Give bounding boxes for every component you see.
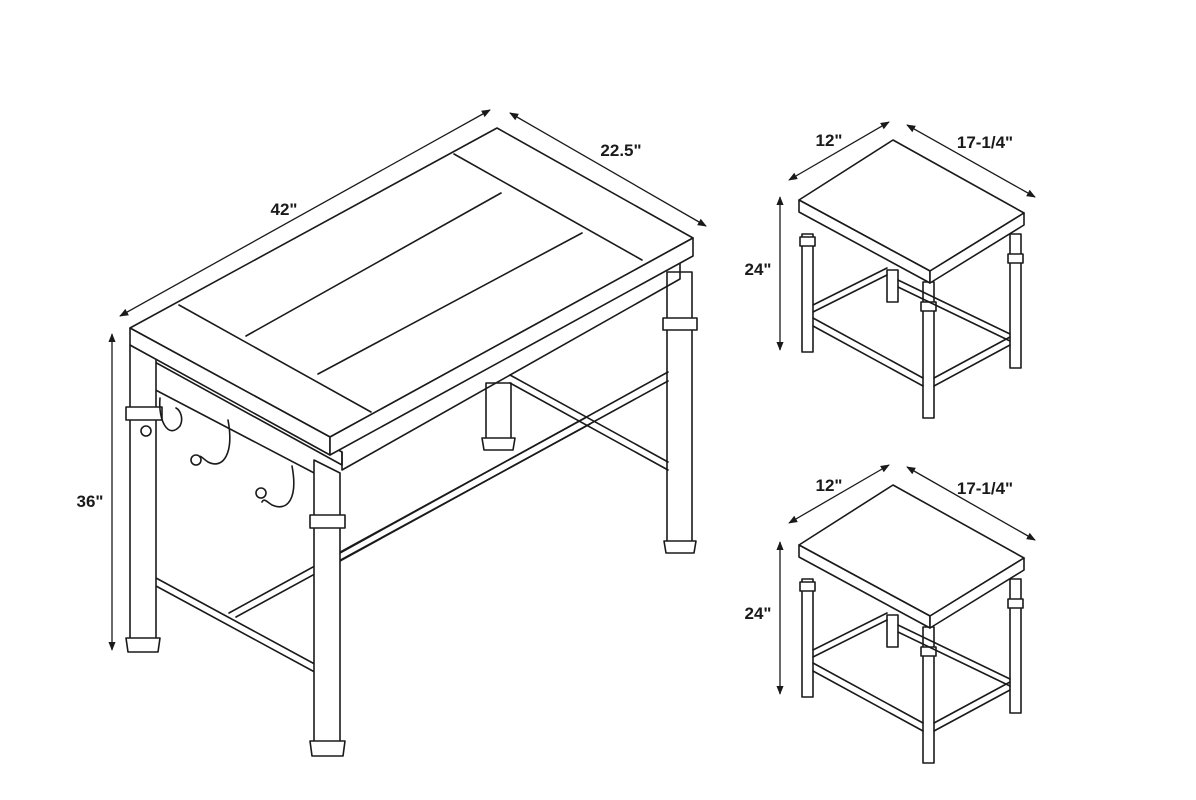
table-stretchers bbox=[155, 371, 669, 677]
table-top bbox=[129, 127, 694, 456]
stool-top-width-label: 12" bbox=[816, 131, 843, 150]
stool-bottom-stretchers bbox=[812, 612, 1011, 732]
table-width-dimension: 42" bbox=[119, 109, 491, 317]
stool-top-drawing bbox=[798, 139, 1025, 419]
table-hooks bbox=[140, 397, 295, 508]
stool-top-depth-dimension: 17-1/4" bbox=[906, 124, 1036, 198]
table-width-label: 42" bbox=[271, 200, 298, 219]
stool-top-legs bbox=[799, 233, 1024, 419]
stool-bottom-height-dimension: 24" bbox=[745, 541, 784, 695]
stool-top-height-dimension: 24" bbox=[745, 196, 784, 351]
stool-bottom-seat bbox=[798, 484, 1025, 629]
table-height-label: 36" bbox=[77, 492, 104, 511]
stool-top-depth-label: 17-1/4" bbox=[957, 133, 1013, 152]
stool-top-width-dimension: 12" bbox=[788, 121, 890, 181]
stool-bottom-height-label: 24" bbox=[745, 604, 772, 623]
table-depth-dimension: 22.5" bbox=[509, 112, 707, 227]
table-depth-label: 22.5" bbox=[600, 141, 641, 160]
stool-bottom-drawing bbox=[798, 484, 1025, 764]
stool-top-stretchers bbox=[812, 267, 1011, 387]
stool-bottom-width-dimension: 12" bbox=[788, 464, 890, 524]
table-height-dimension: 36" bbox=[77, 333, 116, 651]
stool-top-height-label: 24" bbox=[745, 260, 772, 279]
table-back-legs bbox=[481, 271, 698, 554]
table-front-right-leg bbox=[309, 459, 346, 757]
counter-table-drawing bbox=[125, 127, 698, 757]
stool-bottom-depth-dimension: 17-1/4" bbox=[906, 466, 1036, 541]
stool-bottom-width-label: 12" bbox=[816, 476, 843, 495]
stool-bottom-depth-label: 17-1/4" bbox=[957, 479, 1013, 498]
table-front-left-leg bbox=[125, 344, 163, 653]
stool-bottom-legs bbox=[799, 578, 1024, 764]
stool-top-seat bbox=[798, 139, 1025, 284]
